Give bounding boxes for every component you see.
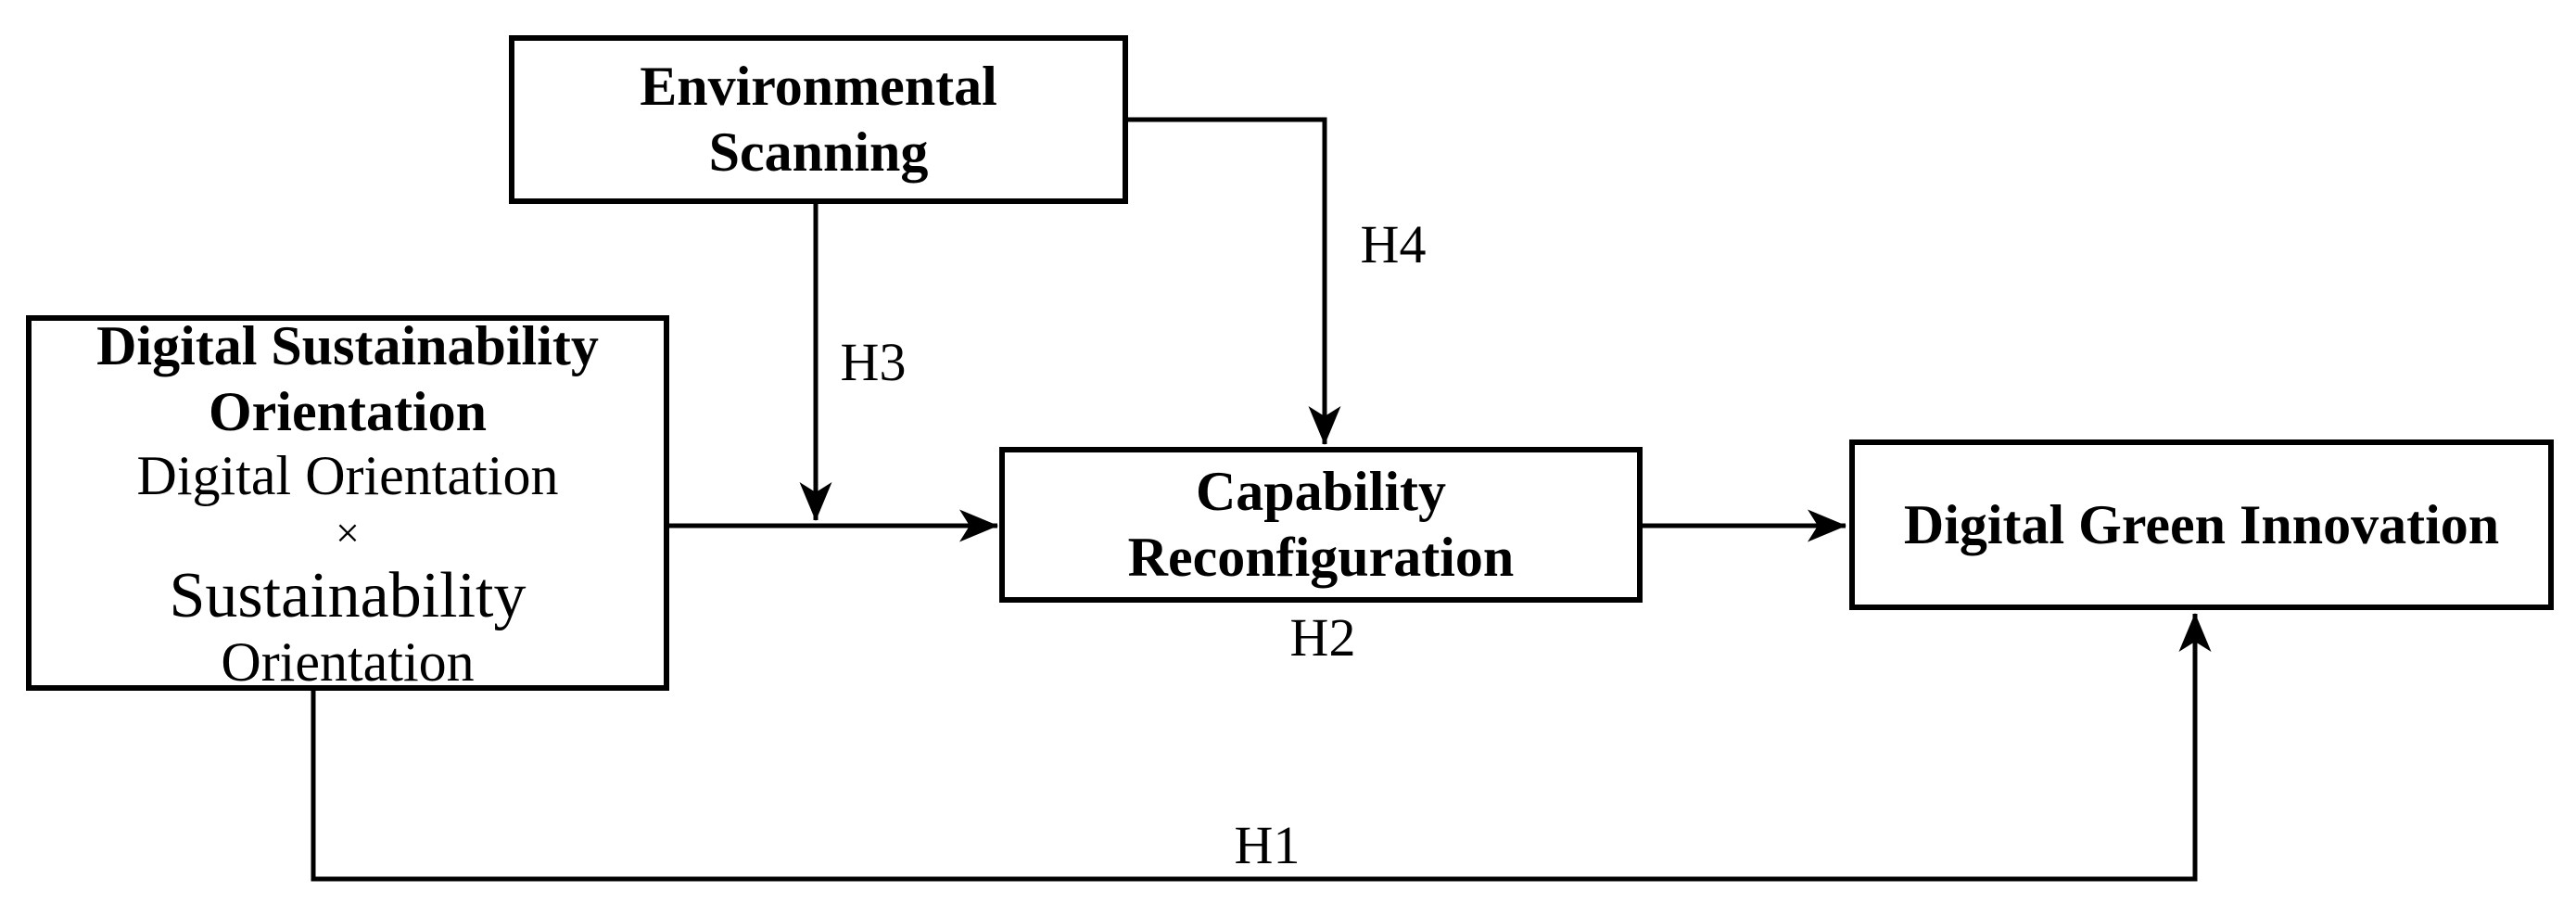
environmental-scanning-title: Environmental Scanning	[640, 56, 997, 183]
edge-label-h1: H1	[1234, 815, 1301, 875]
arrow-h1-dso-to-dgi	[311, 612, 2212, 882]
node-digital-sustainability-orientation: Digital Sustainability Orientation Digit…	[26, 315, 669, 693]
digital-green-innovation-title: Digital Green Innovation	[1903, 493, 2500, 555]
node-environmental-scanning: Environmental Scanning	[509, 35, 1128, 204]
capability-reconfiguration-title: Capability Reconfiguration	[1127, 461, 1515, 588]
dso-component-digital-orientation: Digital Orientation	[136, 444, 559, 506]
edge-label-h4: H4	[1360, 214, 1427, 274]
dso-multiplication-operator: ×	[336, 508, 360, 556]
dso-component-sustainability: Sustainability	[169, 559, 527, 631]
arrow-h4-scanning-to-capability	[1128, 117, 1341, 446]
node-digital-green-innovation: Digital Green Innovation	[1849, 439, 2554, 610]
dso-title: Digital Sustainability Orientation	[96, 315, 599, 442]
edge-label-h3: H3	[840, 332, 907, 392]
node-capability-reconfiguration: Capability Reconfiguration	[999, 447, 1643, 603]
dso-component-orientation: Orientation	[221, 630, 475, 693]
edge-label-h2: H2	[1289, 607, 1356, 668]
